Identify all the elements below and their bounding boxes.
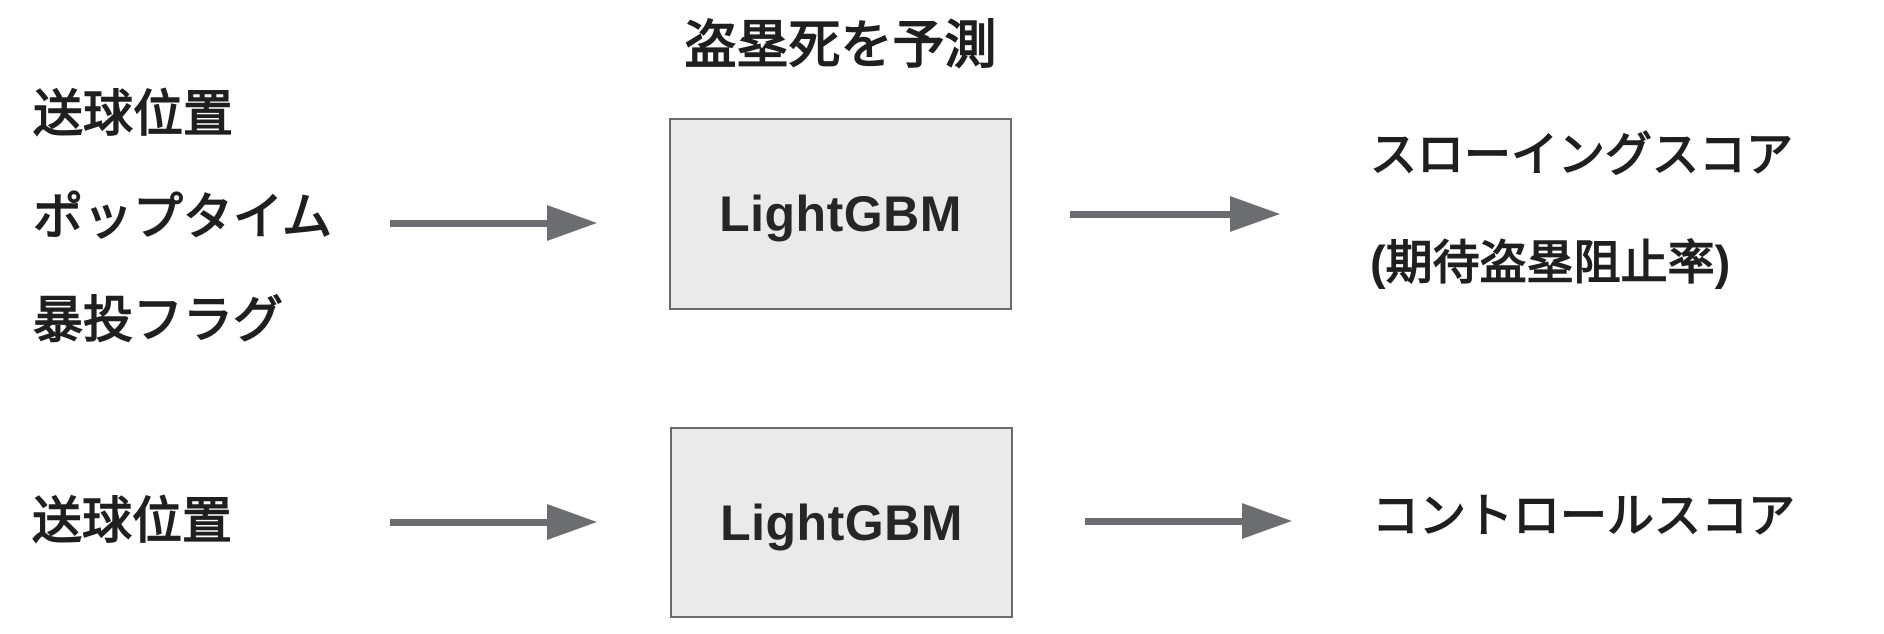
model-box-top: LightGBM (669, 118, 1012, 310)
arrow-shaft (1070, 210, 1230, 218)
arrow-head (547, 205, 597, 241)
top-row-output-list: スローイングスコア (期待盗塁阻止率) (1370, 131, 1793, 286)
arrow-shaft (1085, 517, 1242, 525)
top-row-input-list: 送球位置 ポップタイム 暴投フラグ (33, 89, 332, 345)
model-label: LightGBM (720, 494, 963, 551)
arrow-right-icon (390, 504, 597, 540)
input-label-wild-throw-flag: 暴投フラグ (33, 292, 283, 348)
arrow-head (1242, 503, 1292, 539)
arrow-right-icon (1085, 503, 1292, 539)
top-row-title: 盗塁死を予測 (684, 17, 997, 75)
arrow-right-icon (1070, 196, 1280, 232)
input-label-pop-time: ポップタイム (33, 189, 332, 245)
arrow-head (1230, 196, 1280, 232)
input-label-throw-position-bottom: 送球位置 (32, 493, 232, 549)
arrow-shaft (390, 518, 547, 526)
arrow-head (547, 504, 597, 540)
output-label-expected-cs-rate: (期待盗塁阻止率) (1370, 236, 1731, 289)
arrow-shaft (390, 219, 547, 227)
model-label: LightGBM (719, 186, 962, 242)
arrow-right-icon (390, 205, 597, 241)
output-label-control-score: コントロールスコア (1372, 489, 1795, 542)
model-box-bottom: LightGBM (670, 427, 1013, 618)
input-label-throw-position: 送球位置 (33, 86, 233, 142)
output-label-throwing-score: スローイングスコア (1370, 128, 1793, 181)
